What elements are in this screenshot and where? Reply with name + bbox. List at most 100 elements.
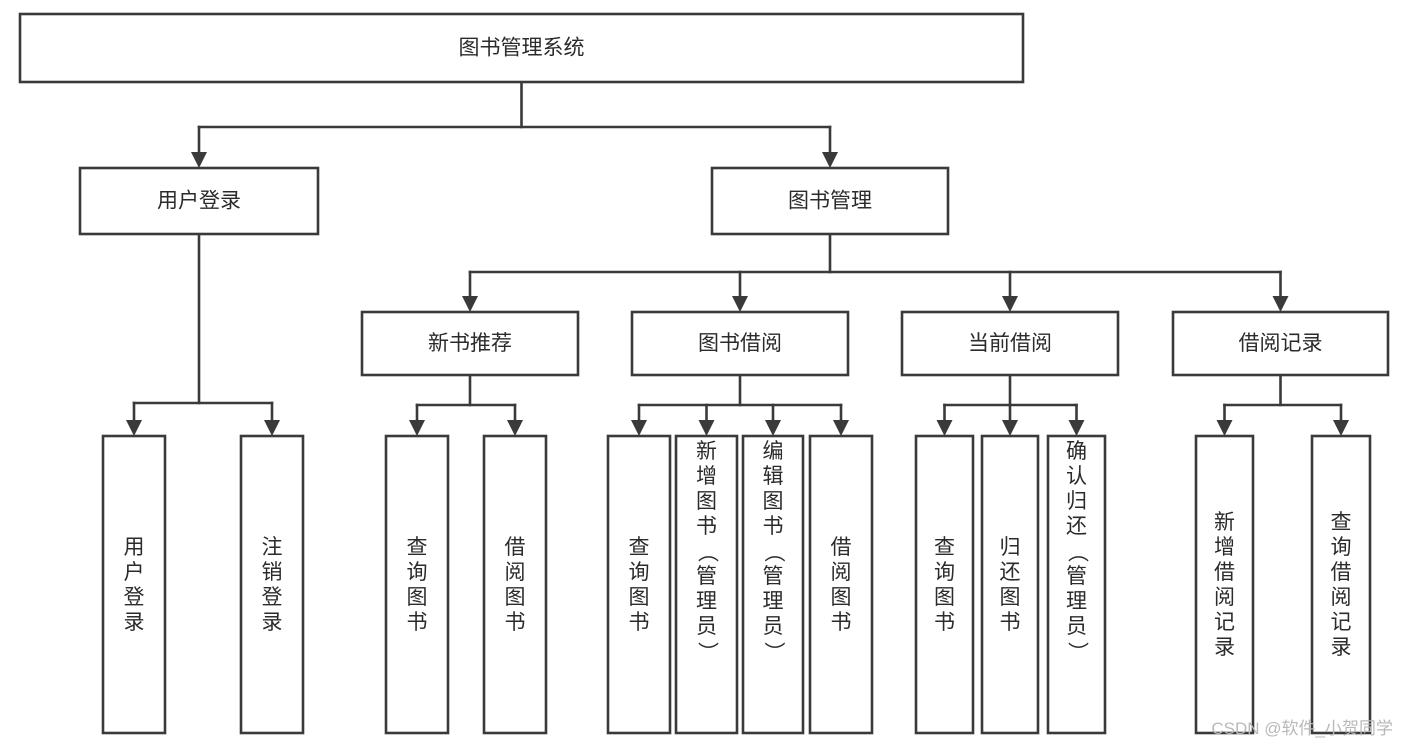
node-label-char: 图 (505, 586, 526, 609)
node-box (18, 12, 1025, 84)
node-label-char: 询 (629, 561, 650, 584)
node-label-char: 记 (1214, 611, 1235, 634)
node-label-char: 登 (124, 586, 145, 609)
node-label: 图书管理系统 (459, 37, 585, 60)
level3-node-新书推荐-0[interactable]: 新书推荐 (360, 310, 580, 377)
node-label-char: 录 (1214, 636, 1235, 659)
node-label-char: 借 (1214, 561, 1235, 584)
node-label-char: 编 (763, 440, 784, 463)
root-node-图书管理系统[interactable]: 图书管理系统 (18, 12, 1025, 84)
node-label-char: 图 (831, 586, 852, 609)
arrow-head-icon (1002, 420, 1018, 436)
arrow-head-icon (1272, 296, 1289, 312)
node-box (808, 434, 874, 735)
node-box (1171, 310, 1390, 377)
watermark-label: CSDN @软件_小贺同学 (1211, 719, 1393, 738)
node-label-char: 查 (934, 536, 955, 559)
node-label-char: 归 (1000, 536, 1021, 559)
node-label-char: 阅 (831, 561, 852, 584)
level3-node-当前借阅-2[interactable]: 当前借阅 (900, 310, 1120, 377)
node-label-char: 理 (763, 590, 784, 613)
node-label-char: 查 (1331, 511, 1352, 534)
node-label-char: 理 (696, 590, 717, 613)
level2-node-用户登录-0[interactable]: 用户登录 (78, 166, 320, 236)
arrow-head-icon (1333, 420, 1349, 436)
node-label: 图书管理 (788, 190, 872, 213)
node-label-char: ） (696, 642, 719, 663)
node-label-char: 询 (407, 561, 428, 584)
arrow-head-icon (462, 296, 478, 312)
leaf-node-用户登录-0[interactable]: 用户登录 (101, 434, 167, 735)
node-label: 新书推荐 (428, 332, 512, 355)
node-label-char: 图 (763, 490, 784, 513)
node-label: 借阅记录 (1239, 332, 1323, 355)
node-box (914, 434, 975, 735)
node-box (674, 434, 739, 735)
node-label-char: 注 (262, 536, 283, 559)
arrow-head-icon (698, 420, 715, 436)
node-box (1194, 434, 1255, 735)
node-label-char: 增 (1214, 536, 1235, 559)
node-label-char: 员 (763, 615, 784, 638)
node-label-char: 查 (407, 536, 428, 559)
node-label-char: 理 (1066, 590, 1087, 613)
node-label-char: 新 (1214, 511, 1235, 534)
arrow-head-icon (409, 420, 425, 436)
node-label-char: 书 (1000, 611, 1021, 634)
node-label-char: 录 (124, 611, 145, 634)
node-box (482, 434, 548, 735)
node-box (360, 310, 580, 377)
node-box (239, 434, 305, 735)
node-label-char: 认 (1066, 465, 1087, 488)
node-label-char: 用 (124, 536, 145, 559)
node-label-char: 书 (407, 611, 428, 634)
node-box (78, 166, 320, 236)
node-label-char: 书 (505, 611, 526, 634)
node-label-char: 查 (629, 536, 650, 559)
node-label-char: ） (1066, 642, 1089, 663)
arrow-head-icon (822, 152, 838, 168)
node-label: 图书借阅 (698, 332, 782, 355)
arrow-head-icon (1068, 420, 1085, 436)
arrow-head-icon (507, 420, 523, 436)
node-label-char: 阅 (1214, 586, 1235, 609)
arrow-head-icon (1002, 296, 1018, 312)
node-label-char: （ (696, 542, 719, 563)
node-label-char: 增 (696, 465, 717, 488)
node-label-char: 书 (763, 515, 784, 538)
node-label-char: 确 (1066, 440, 1087, 463)
node-box (384, 434, 450, 735)
node-label-char: 借 (505, 536, 526, 559)
level2-node-图书管理-1[interactable]: 图书管理 (710, 166, 950, 236)
node-box (980, 434, 1040, 735)
arrow-head-icon (631, 420, 647, 436)
node-label-char: 记 (1331, 611, 1352, 634)
node-label: 用户登录 (157, 190, 241, 213)
level3-node-借阅记录-3[interactable]: 借阅记录 (1171, 310, 1390, 377)
node-label-char: 询 (934, 561, 955, 584)
arrow-head-icon (264, 420, 280, 436)
level3-node-图书借阅-1[interactable]: 图书借阅 (630, 310, 850, 377)
node-label-char: 户 (124, 561, 145, 584)
node-label-char: 录 (1331, 636, 1352, 659)
node-label-char: 借 (1331, 561, 1352, 584)
node-label-char: 还 (1000, 561, 1021, 584)
node-label-char: 图 (696, 490, 717, 513)
node-label-char: 新 (696, 440, 717, 463)
node-label-char: （ (1066, 542, 1089, 563)
arrow-head-icon (936, 420, 953, 436)
node-label-char: 书 (629, 611, 650, 634)
node-label-char: 阅 (1331, 586, 1352, 609)
